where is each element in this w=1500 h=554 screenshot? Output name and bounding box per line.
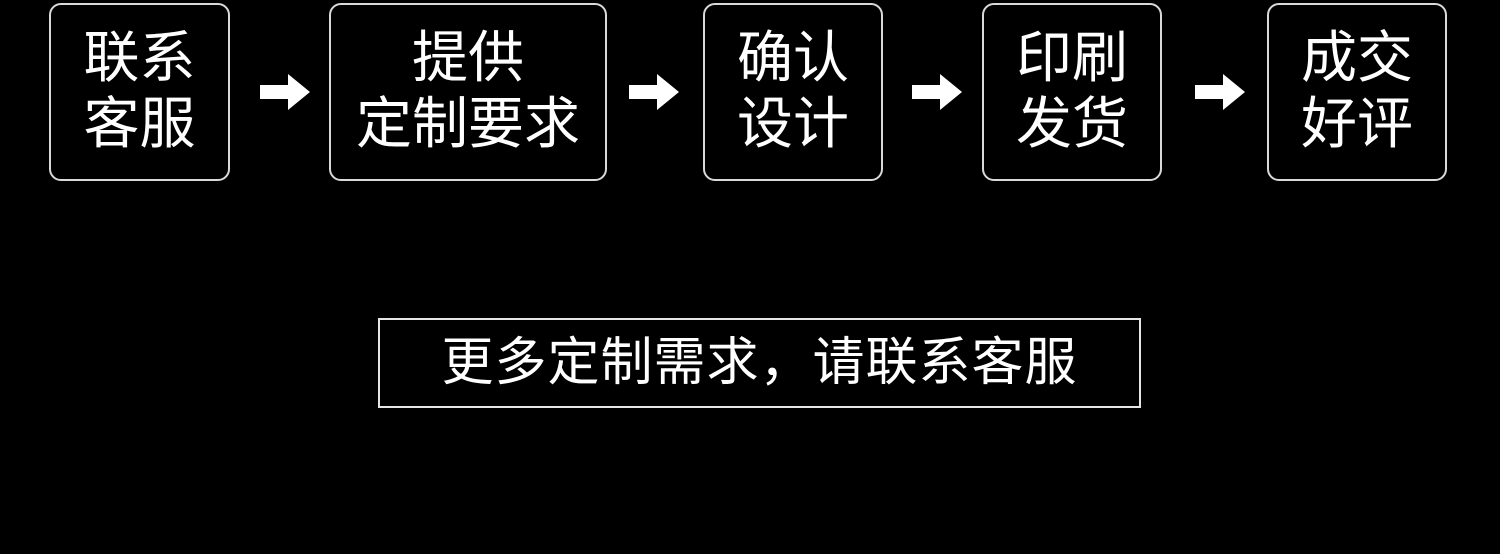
step-provide-requirements: 提供 定制要求 xyxy=(329,3,607,181)
step-label-line: 发货 xyxy=(1016,92,1128,157)
step-label-line: 提供 xyxy=(412,26,524,91)
contact-cta-box: 更多定制需求，请联系客服 xyxy=(378,318,1141,408)
step-label-line: 客服 xyxy=(83,92,196,157)
step-deal-review: 成交 好评 xyxy=(1267,3,1447,181)
right-arrow-icon xyxy=(910,72,964,112)
contact-cta-text: 更多定制需求，请联系客服 xyxy=(441,333,1078,393)
step-label-line: 印刷 xyxy=(1016,26,1128,91)
step-label-line: 成交 xyxy=(1301,26,1413,91)
step-label-line: 设计 xyxy=(737,92,849,157)
right-arrow-icon xyxy=(627,72,681,112)
step-label-line: 定制要求 xyxy=(356,92,580,157)
step-confirm-design: 确认 设计 xyxy=(703,3,883,181)
step-contact-service: 联系 客服 xyxy=(49,3,230,181)
step-label-line: 确认 xyxy=(737,26,849,91)
right-arrow-icon xyxy=(258,72,312,112)
step-print-ship: 印刷 发货 xyxy=(982,3,1162,181)
right-arrow-icon xyxy=(1193,72,1247,112)
step-label-line: 好评 xyxy=(1301,92,1413,157)
step-label-line: 联系 xyxy=(83,26,196,91)
